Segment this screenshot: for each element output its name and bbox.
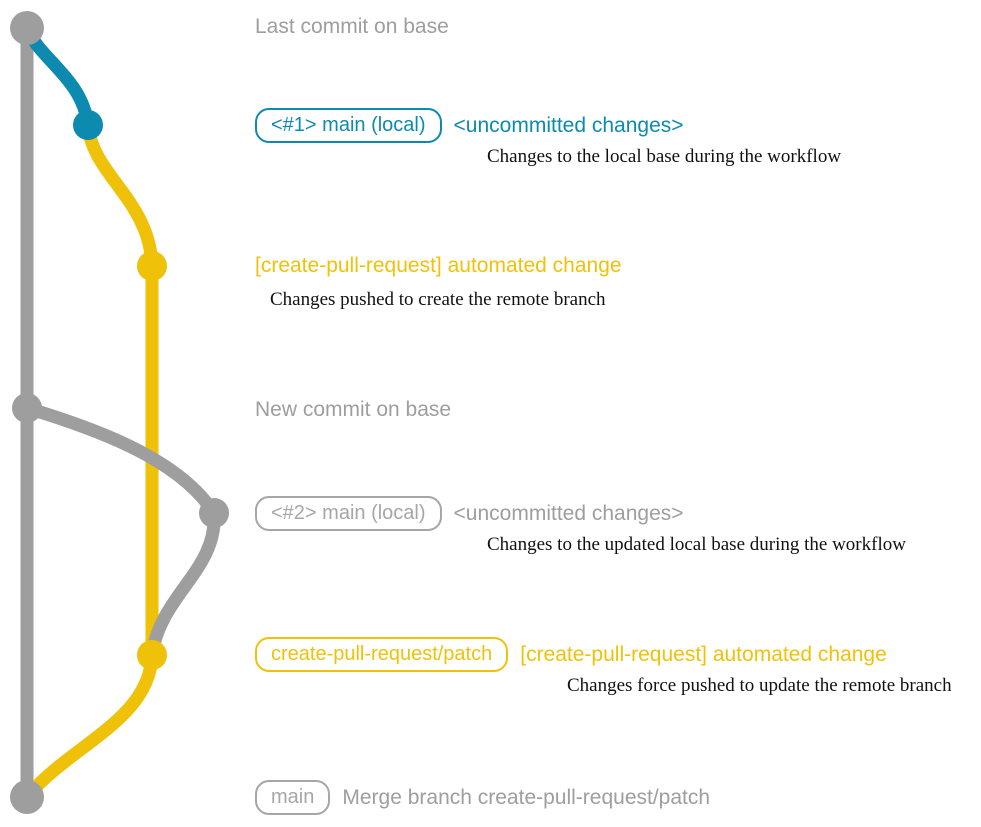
commit-subject-automated-change-2: [create-pull-request] automated change bbox=[520, 643, 887, 666]
commit-headline-automated-change-1: [create-pull-request] automated change bbox=[255, 254, 622, 277]
commit-subject-merge-commit: Merge branch create-pull-request/patch bbox=[342, 786, 711, 809]
commit-note-automated-change-2: Changes force pushed to update the remot… bbox=[567, 675, 952, 696]
commit-note-local-uncommitted-1: Changes to the local base during the wor… bbox=[487, 146, 842, 167]
commit-headline-last-commit-on-base: Last commit on base bbox=[255, 15, 449, 38]
node-new-commit-on-base bbox=[12, 393, 42, 423]
node-merge-commit bbox=[10, 780, 44, 814]
commit-note-automated-change-1: Changes pushed to create the remote bran… bbox=[270, 289, 606, 310]
edge-local-1-to-patch-1 bbox=[81, 118, 159, 273]
edge-patch-2-to-merge bbox=[20, 648, 159, 804]
ref-badge-main-local-2[interactable]: <#2> main (local) bbox=[255, 496, 442, 531]
commit-headline-new-commit-on-base: New commit on base bbox=[255, 398, 452, 421]
ref-badge-main[interactable]: main bbox=[255, 780, 331, 815]
node-last-commit-on-base bbox=[10, 11, 44, 45]
node-local-uncommitted-2 bbox=[199, 498, 229, 528]
node-local-uncommitted-1 bbox=[73, 110, 103, 140]
ref-badge-create-pull-request-patch[interactable]: create-pull-request/patch bbox=[255, 637, 509, 672]
commit-subject-local-uncommitted-1: <uncommitted changes> bbox=[453, 114, 684, 137]
ref-badge-main-local-1[interactable]: <#1> main (local) bbox=[255, 108, 442, 143]
edge-base-to-local-1 bbox=[20, 21, 95, 132]
commit-row-merge-commit: main Merge branch create-pull-request/pa… bbox=[255, 780, 710, 815]
commit-note-local-uncommitted-2: Changes to the updated local base during… bbox=[487, 534, 906, 555]
commit-row-local-uncommitted-1: <#1> main (local) <uncommitted changes> bbox=[255, 108, 684, 143]
commit-subject-local-uncommitted-2: <uncommitted changes> bbox=[453, 502, 684, 525]
commit-row-local-uncommitted-2: <#2> main (local) <uncommitted changes> bbox=[255, 496, 684, 531]
node-automated-change-2 bbox=[137, 640, 167, 670]
commit-row-automated-change-2: create-pull-request/patch [create-pull-r… bbox=[255, 637, 887, 672]
node-automated-change-1 bbox=[137, 251, 167, 281]
edge-local-2-to-patch-2 bbox=[145, 506, 221, 662]
edge-base-to-local-2 bbox=[20, 401, 221, 520]
